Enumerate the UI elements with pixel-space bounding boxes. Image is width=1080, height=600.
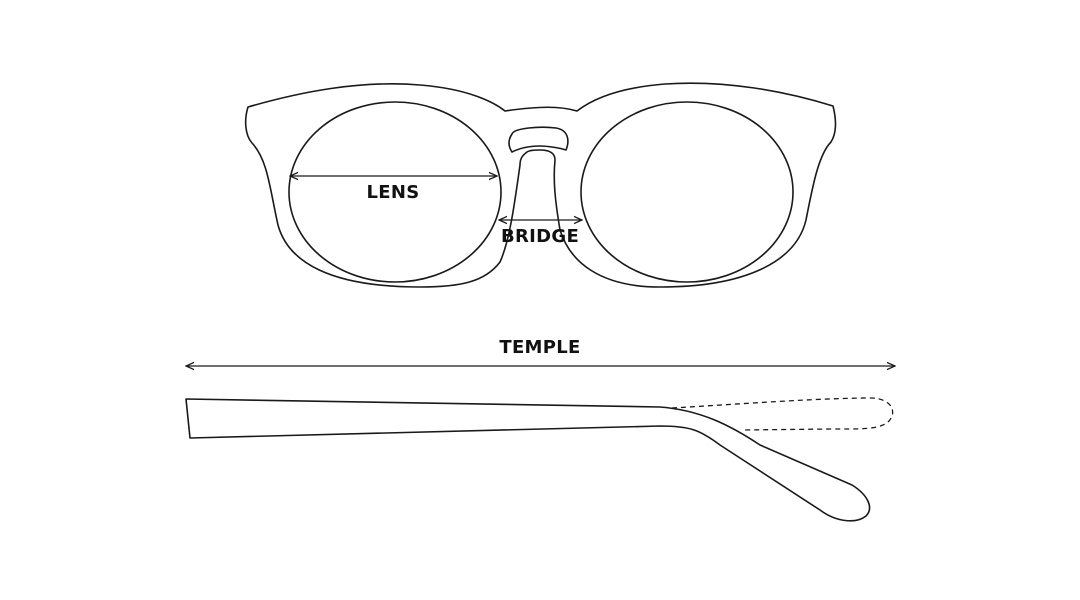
bridge-label: BRIDGE [501,226,579,247]
glasses-front-view [244,82,837,288]
temple-label: TEMPLE [499,337,580,358]
frame-front-outline [244,82,837,288]
temple-arm-outline [185,398,871,522]
temple-arm-side-view [185,397,894,522]
bridge-nose-pad [508,126,569,153]
right-lens [580,101,794,283]
temple-tip-straight-dashed [671,397,894,431]
left-lens [288,101,502,283]
lens-label: LENS [367,182,420,203]
